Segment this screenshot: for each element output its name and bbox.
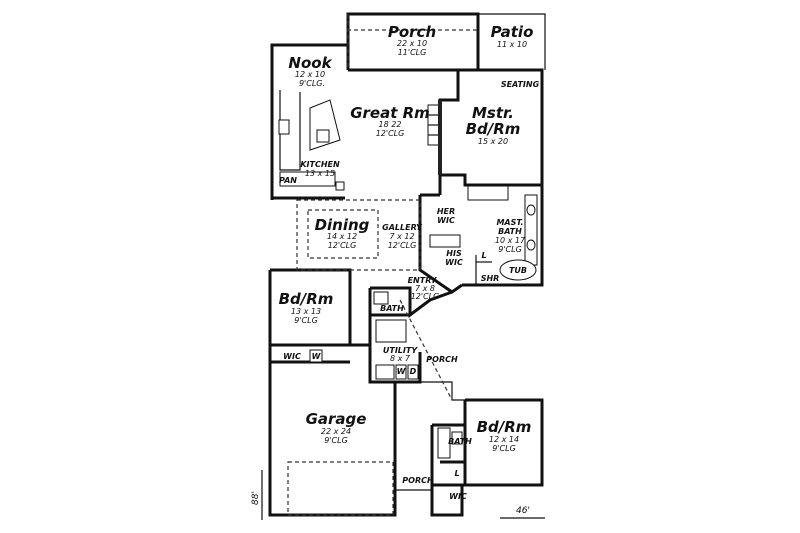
svg-text:GALLERY: GALLERY: [382, 223, 423, 232]
svg-text:12'CLG: 12'CLG: [376, 129, 405, 138]
bath-right-label: BATH L: [448, 437, 472, 478]
svg-text:PORCH: PORCH: [402, 476, 434, 485]
svg-text:BATH: BATH: [498, 227, 522, 236]
svg-text:9'CLG.: 9'CLG.: [299, 79, 325, 88]
master-bath-fixtures: [429, 194, 538, 285]
svg-text:Great Rm: Great Rm: [350, 104, 430, 122]
entry-label: ENTRY 7 x 8 12'CLG: [408, 276, 440, 301]
svg-text:D: D: [410, 367, 417, 376]
svg-text:Nook: Nook: [288, 54, 332, 72]
svg-text:PAN: PAN: [279, 176, 297, 185]
svg-text:WIC: WIC: [283, 352, 301, 361]
svg-text:9'CLG: 9'CLG: [498, 245, 522, 254]
svg-text:22 x 24: 22 x 24: [321, 427, 351, 436]
svg-text:BATH: BATH: [380, 304, 404, 313]
svg-text:ENTRY: ENTRY: [408, 276, 438, 285]
svg-text:WIC: WIC: [445, 258, 463, 267]
svg-text:13 x 15: 13 x 15: [305, 169, 335, 178]
svg-text:Bd/Rm: Bd/Rm: [279, 290, 334, 308]
svg-text:WIC: WIC: [437, 216, 455, 225]
svg-text:12'CLG: 12'CLG: [328, 241, 357, 250]
svg-text:9'CLG: 9'CLG: [324, 436, 348, 445]
svg-text:9'CLG: 9'CLG: [294, 316, 318, 325]
svg-text:12'CLG: 12'CLG: [411, 292, 440, 301]
wic-bottom-label: WIC: [449, 492, 467, 501]
bedroom-right-label: Bd/Rm 12 x 14 9'CLG: [477, 418, 532, 453]
svg-text:HIS: HIS: [446, 249, 462, 258]
master-bedroom-label: SEATING Mstr. Bd/Rm 15 x 20: [466, 80, 540, 146]
svg-text:22 x 10: 22 x 10: [397, 39, 427, 48]
width-dimension: 46': [516, 506, 530, 516]
svg-text:11 x 10: 11 x 10: [497, 40, 527, 49]
master-bath-label: MAST. BATH 10 x 17 9'CLG SHR TUB L: [481, 218, 527, 283]
svg-text:Patio: Patio: [491, 23, 534, 41]
svg-text:18 22: 18 22: [379, 120, 402, 129]
svg-text:SEATING: SEATING: [501, 80, 540, 89]
svg-text:Porch: Porch: [388, 23, 436, 41]
svg-text:W: W: [397, 367, 407, 376]
svg-text:L: L: [454, 469, 459, 478]
svg-text:11'CLG: 11'CLG: [398, 48, 427, 57]
svg-text:WIC: WIC: [449, 492, 467, 501]
room-labels: Porch 22 x 10 11'CLG Patio 11 x 10 Nook …: [279, 23, 540, 501]
porch-top-label: Porch 22 x 10 11'CLG: [388, 23, 436, 57]
wic-left-label: WIC W: [283, 352, 321, 361]
svg-text:10 x 17: 10 x 17: [495, 236, 526, 245]
his-wic-label: HIS WIC: [445, 249, 463, 267]
svg-text:12 x 10: 12 x 10: [295, 70, 325, 79]
kitchen-label: KITCHEN 13 x 15 PAN: [279, 160, 340, 185]
svg-text:14 x 12: 14 x 12: [327, 232, 357, 241]
gallery-label: GALLERY 7 x 12 12'CLG: [382, 223, 423, 250]
utility-label: UTILITY 8 x 7 W D: [383, 346, 418, 376]
svg-text:13 x 13: 13 x 13: [291, 307, 321, 316]
dimension-lines: 88' 46': [251, 470, 545, 520]
bath-mid-label: BATH: [380, 304, 404, 313]
svg-text:15 x 20: 15 x 20: [478, 137, 508, 146]
svg-text:W: W: [312, 352, 322, 361]
svg-text:BATH: BATH: [448, 437, 472, 446]
porch-mid-label: PORCH: [426, 355, 458, 364]
svg-text:MAST.: MAST.: [496, 218, 523, 227]
svg-text:Bd/Rm: Bd/Rm: [477, 418, 532, 436]
svg-text:8 x 7: 8 x 7: [390, 354, 411, 363]
svg-text:KITCHEN: KITCHEN: [300, 160, 340, 169]
svg-text:7 x 8: 7 x 8: [415, 284, 435, 293]
nook-label: Nook 12 x 10 9'CLG.: [288, 54, 332, 88]
svg-text:Dining: Dining: [315, 216, 370, 234]
kitchen-fixtures: [278, 90, 345, 191]
depth-dimension: 88': [251, 491, 261, 505]
great-room-fixtures: [427, 100, 509, 201]
dining-label: Dining 14 x 12 12'CLG: [315, 216, 370, 250]
svg-text:PORCH: PORCH: [426, 355, 458, 364]
svg-text:L: L: [481, 251, 486, 260]
svg-text:SHR: SHR: [481, 274, 500, 283]
svg-text:12'CLG: 12'CLG: [388, 241, 417, 250]
svg-text:Garage: Garage: [306, 410, 367, 428]
porch-bottom-label: PORCH: [402, 476, 434, 485]
svg-text:9'CLG: 9'CLG: [492, 444, 516, 453]
svg-text:UTILITY: UTILITY: [383, 346, 418, 355]
svg-text:TUB: TUB: [509, 266, 527, 275]
svg-text:7 x 12: 7 x 12: [389, 232, 414, 241]
great-room-label: Great Rm 18 22 12'CLG: [350, 104, 430, 138]
svg-text:12 x 14: 12 x 14: [489, 435, 519, 444]
svg-text:Mstr.: Mstr.: [472, 104, 514, 122]
svg-text:Bd/Rm: Bd/Rm: [466, 120, 521, 138]
garage-label: Garage 22 x 24 9'CLG: [306, 410, 367, 445]
her-wic-label: HER WIC: [437, 207, 455, 225]
svg-text:HER: HER: [437, 207, 455, 216]
bath-utility-fixtures: [309, 291, 463, 459]
patio-label: Patio 11 x 10: [491, 23, 534, 49]
bedroom-left-label: Bd/Rm 13 x 13 9'CLG: [279, 290, 334, 325]
open-boundaries: [287, 14, 478, 516]
